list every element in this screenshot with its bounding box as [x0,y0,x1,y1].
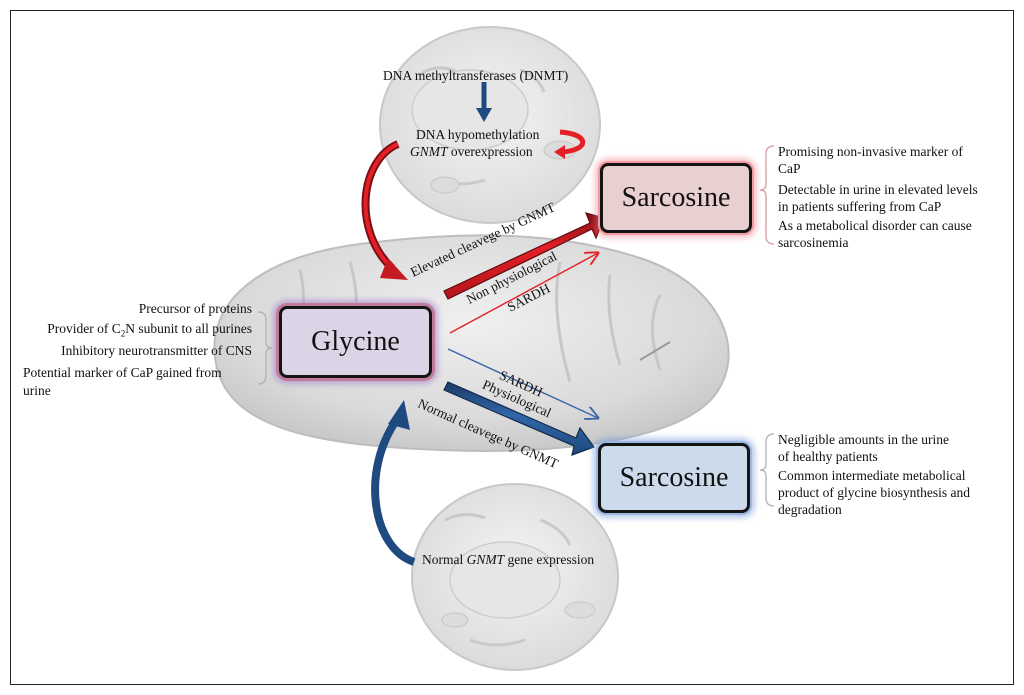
sarcosine-bottom-brace [759,433,775,507]
sardh-top-arrow [449,253,598,334]
bottom-curve-arrowhead [388,400,410,430]
glycine-properties-brace [257,311,273,385]
normal-gnmt-expression-label: Normal GNMT gene expression [422,551,594,568]
normal-prefix: Normal [422,552,467,567]
glycine-property-2-pre: Provider of C [47,321,121,336]
sarcosine-top-brace [759,145,775,245]
figure-frame [10,10,1014,685]
glycine-box: Glycine [279,306,432,378]
sarcosine-bottom-note-1-line2: of healthy patients [778,449,878,464]
sarcosine-top-box: Sarcosine [600,163,752,233]
glycine-property-2-sub: 2 [120,328,126,339]
hypomethylation-loop-arrowhead [554,145,565,159]
sarcosine-top-label: Sarcosine [621,182,731,213]
bottom-cell-illustration [411,483,619,671]
sarcosine-top-note-1-line2: CaP [778,161,801,176]
sarcosine-bottom-note-2-line2: product of glycine biosynthesis and [778,485,970,500]
glycine-property-2-post: N subunit to all purines [125,321,252,336]
glycine-property-3: Inhibitory neurotransmitter of CNS [61,343,252,358]
sarcosine-bottom-note-2-line1: Common intermediate metabolical [778,468,966,483]
gnmt-italic: GNMT [410,144,448,159]
top-cell-illustration [379,26,601,224]
hypomethylation-loop-arrow [559,129,586,155]
sarcosine-top-note-1-line1: Promising non-invasive marker of [778,144,963,159]
glycine-property-2: Provider of C2N subunit to all purines [47,320,252,343]
sarcosine-top-note-2-line2: in patients suffering from CaP [778,199,942,214]
sarcosine-top-note-2-line1: Detectable in urine in elevated levels [778,182,978,197]
gnmt-italic-bottom: GNMT [466,552,505,567]
overexpression-text: overexpression [447,144,533,159]
glycine-property-4-line1: Potential marker of CaP gained from [23,365,222,380]
glycine-label: Glycine [311,326,400,357]
sarcosine-top-note-3-line2: sarcosinemia [778,235,849,250]
bottom-curve-arrow [371,415,416,566]
top-curve-arrowhead [380,258,408,280]
sarcosine-bottom-label: Sarcosine [619,462,729,493]
sarcosine-top-note-3-line1: As a metabolical disorder can cause [778,218,972,233]
sarcosine-bottom-note-1-line1: Negligible amounts in the urine [778,432,949,447]
sarcosine-bottom-box: Sarcosine [598,443,750,513]
hypomethylation-label: DNA hypomethylation [416,127,540,142]
sardh-bottom-arrow [447,348,598,418]
dnmt-label: DNA methyltransferases (DNMT) [383,68,569,83]
dnmt-down-arrowhead [476,108,492,122]
sarcosine-bottom-note-2-line3: degradation [778,502,842,517]
gene-expression-suffix: gene expression [504,552,595,567]
glycine-property-1: Precursor of proteins [138,301,252,316]
gnmt-overexpression-label: GNMT overexpression [410,143,533,160]
glycine-property-4-line2: urine [23,383,51,398]
top-curve-arrow [363,142,399,270]
normal-cleavage-arrow [443,381,595,456]
